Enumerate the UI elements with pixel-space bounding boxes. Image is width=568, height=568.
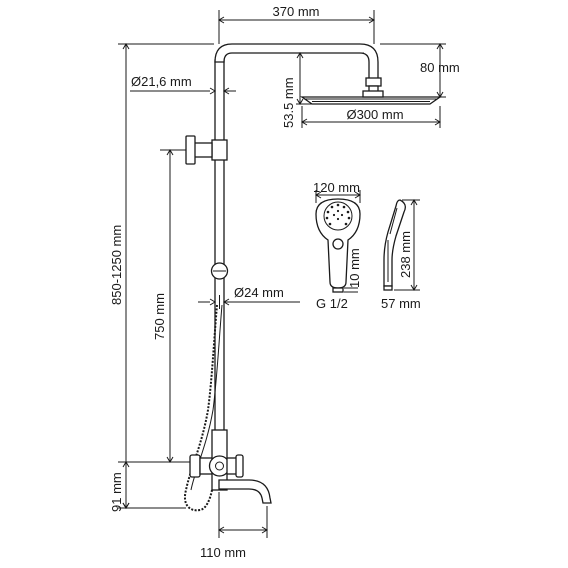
label-rail-diameter: Ø24 mm bbox=[234, 285, 284, 300]
dim-mixer-height: 91 mm bbox=[109, 461, 160, 512]
label-head-drop: 53.5 mm bbox=[281, 77, 296, 128]
label-mixer-height: 91 mm bbox=[109, 472, 124, 512]
label-arm-diameter: Ø21,6 mm bbox=[131, 74, 192, 89]
label-arm-length: 370 mm bbox=[273, 4, 320, 19]
spray-nozzles bbox=[325, 203, 351, 226]
dim-spout-length: 110 mm bbox=[200, 492, 268, 560]
label-connection: G 1/2 bbox=[316, 296, 348, 311]
dim-rail-length: 750 mm bbox=[152, 149, 190, 463]
label-hand-length: 238 mm bbox=[398, 231, 413, 278]
label-hand-width: 120 mm bbox=[313, 180, 360, 195]
label-handle-depth: 10 mm bbox=[347, 248, 362, 288]
dim-head-diameter: Ø300 mm bbox=[301, 106, 441, 128]
label-hand-thickness: 57 mm bbox=[381, 296, 421, 311]
dim-arm-length: 370 mm bbox=[218, 4, 375, 44]
label-head-height: 80 mm bbox=[420, 60, 460, 75]
label-total-height: 850-1250 mm bbox=[109, 225, 124, 305]
dim-total-height: 850-1250 mm bbox=[109, 43, 214, 509]
slide-bracket bbox=[210, 262, 229, 280]
dim-arm-diameter: Ø21,6 mm bbox=[130, 74, 236, 95]
dim-head-drop: 53.5 mm bbox=[281, 52, 364, 128]
rain-shower-head bbox=[299, 90, 443, 105]
label-head-diameter: Ø300 mm bbox=[346, 107, 403, 122]
diverter-valve bbox=[185, 135, 228, 165]
dimension-annotations: 370 mm 80 mm Ø21,6 mm 53.5 mm bbox=[109, 4, 460, 560]
dim-rail-diameter: Ø24 mm bbox=[198, 285, 300, 309]
dim-head-height: 80 mm bbox=[380, 43, 460, 98]
hand-shower-front: 120 mm 10 mm G 1/2 bbox=[313, 180, 362, 311]
label-rail-length: 750 mm bbox=[152, 293, 167, 340]
hand-shower-side: 238 mm 57 mm bbox=[381, 199, 421, 311]
label-spout-length: 110 mm bbox=[200, 545, 246, 560]
bath-mixer bbox=[189, 429, 272, 504]
